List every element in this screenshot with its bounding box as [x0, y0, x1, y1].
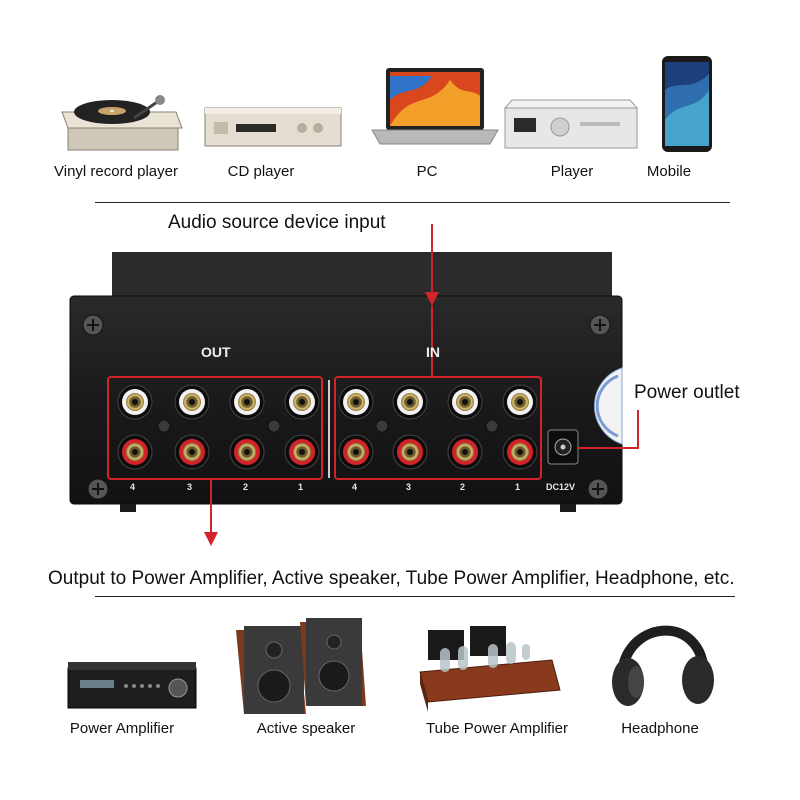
source-label-cd: CD player: [227, 163, 295, 180]
output-label-tube-amplifier: Tube Power Amplifier: [425, 720, 569, 737]
output-label-headphone: Headphone: [621, 720, 699, 737]
in-red-jack-ch2: [447, 434, 483, 470]
in-channel-2: 2: [460, 482, 466, 492]
in-red-jack-ch1: [502, 434, 538, 470]
in-channel-1: 1: [515, 482, 521, 492]
out-red-jack-ch3: [174, 434, 210, 470]
power-amplifier-icon: [67, 662, 197, 709]
corner-screws: [82, 314, 611, 500]
out-red-jack-ch1: [284, 434, 320, 470]
screw-bottom-left: [87, 478, 109, 500]
in-channel-4: 4: [352, 482, 358, 492]
headphone-icon: [612, 625, 714, 706]
laptop-icon: [371, 68, 499, 145]
output-caption: Output to Power Amplifier, Active speake…: [48, 568, 735, 589]
panel-nut-2: [267, 419, 281, 433]
warranty-sticker: [593, 367, 623, 445]
screw-top-left: [82, 314, 104, 336]
top-divider: [95, 202, 730, 203]
screw-bottom-right: [587, 478, 609, 500]
input-arrow: [425, 224, 439, 376]
dc-power-jack: [547, 429, 579, 465]
out-white-jack-ch1: [284, 384, 320, 420]
in-red-jack-ch3: [392, 434, 428, 470]
cd-player-icon: [204, 107, 342, 147]
output-label-active-speaker: Active speaker: [256, 720, 356, 737]
power-jack-label: DC12V: [546, 482, 576, 492]
panel-nut-4: [485, 419, 499, 433]
panel-nut-3: [375, 419, 389, 433]
out-channel-1: 1: [298, 482, 304, 492]
out-label: OUT: [201, 344, 231, 360]
in-white-jack-ch3: [392, 384, 428, 420]
output-arrow: [204, 479, 218, 546]
in-channel-3: 3: [406, 482, 412, 492]
in-label: IN: [426, 344, 440, 360]
in-white-jack-ch4: [338, 384, 374, 420]
tube-amplifier-icon: [419, 626, 561, 712]
out-red-jack-ch4: [117, 434, 153, 470]
power-caption: Power outlet: [634, 382, 740, 403]
out-white-jack-ch2: [229, 384, 265, 420]
out-white-jack-ch3: [174, 384, 210, 420]
bookshelf-speaker-icon: [236, 618, 366, 714]
turntable-icon: [61, 95, 183, 151]
source-label-pc: PC: [416, 163, 438, 180]
out-channel-2: 2: [243, 482, 249, 492]
source-label-mobile: Mobile: [646, 163, 692, 180]
screw-top-right: [589, 314, 611, 336]
out-white-jack-ch4: [117, 384, 153, 420]
in-white-jack-ch2: [447, 384, 483, 420]
in-white-jack-ch1: [502, 384, 538, 420]
audio-switcher-device: [69, 252, 623, 512]
power-pointer-line: [578, 410, 639, 449]
out-channel-3: 3: [187, 482, 193, 492]
output-label-power-amplifier: Power Amplifier: [69, 720, 175, 737]
out-highlight-box: [107, 376, 323, 480]
in-red-jack-ch4: [338, 434, 374, 470]
media-player-icon: [503, 99, 639, 149]
input-caption: Audio source device input: [168, 212, 386, 233]
source-label-player: Player: [550, 163, 594, 180]
source-label-vinyl: Vinyl record player: [54, 163, 178, 180]
in-highlight-box: [334, 376, 542, 480]
out-red-jack-ch2: [229, 434, 265, 470]
smartphone-icon: [662, 56, 712, 152]
panel-nut-1: [157, 419, 171, 433]
out-channel-4: 4: [130, 482, 136, 492]
bottom-divider: [95, 596, 735, 597]
rca-jack-array: [117, 384, 538, 470]
